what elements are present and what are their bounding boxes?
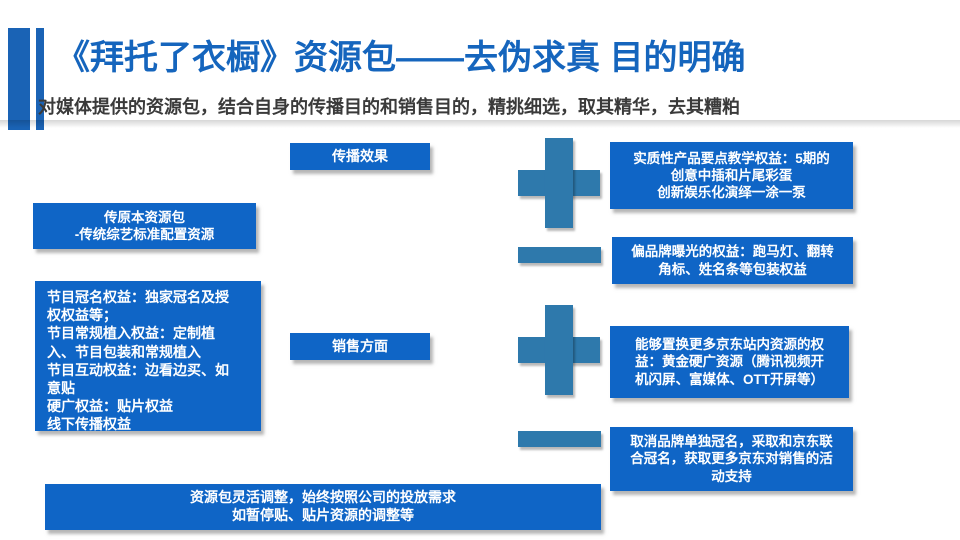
plus-vertical-bar: [545, 305, 573, 395]
flexible-adjustment-box: 资源包灵活调整，始终按照公司的投放需求 如暂停贴、贴片资源的调整等: [45, 484, 601, 530]
spread-plus-rights-box: 实质性产品要点教学权益：5期的 创意中插和片尾彩蛋 创新娱乐化演绎一涂一泵: [610, 142, 853, 209]
box-text-line: 权权益等；: [47, 307, 117, 324]
box-text-line: 合冠名，获取更多京东对销售的活: [630, 451, 833, 467]
box-text-line: 传原本资源包: [104, 209, 185, 225]
label-text: 销售方面: [332, 337, 388, 354]
title-accent-bar-thick: [8, 28, 30, 130]
box-text-line: 取消品牌单独冠名，采取和京东联: [630, 434, 833, 450]
box-text-line: 实质性产品要点教学权益：5期的: [633, 150, 830, 166]
plus-vertical-bar: [545, 138, 573, 228]
spread-minus-rights-box: 偏品牌曝光的权益：跑马灯、翻转 角标、姓名条等包装权益: [612, 237, 853, 284]
box-text-line: 创意中插和片尾彩蛋: [670, 167, 793, 183]
original-resource-package-box: 传原本资源包 -传统综艺标准配置资源: [33, 203, 256, 249]
minus-icon: [518, 247, 601, 263]
box-text-line: 资源包灵活调整，始终按照公司的投放需求: [190, 489, 456, 506]
box-text-line: 创新娱乐化演绎一涂一泵: [657, 185, 806, 201]
sales-minus-rights-box: 取消品牌单独冠名，采取和京东联 合冠名，获取更多京东对销售的活 动支持: [610, 427, 853, 491]
spread-effect-label-box: 传播效果: [290, 143, 430, 170]
box-text-line: 节目常规植入权益：定制植: [47, 325, 215, 342]
label-text: 传播效果: [332, 147, 388, 164]
box-text-line: 偏品牌曝光的权益：跑马灯、翻转: [631, 244, 834, 260]
box-text-line: -传统综艺标准配置资源: [74, 227, 215, 242]
rights-detail-box: 节目冠名权益：独家冠名及授 权权益等； 节目常规植入权益：定制植 入、节目包装和…: [35, 281, 261, 433]
box-text-line: 角标、姓名条等包装权益: [658, 261, 807, 277]
box-text-line: 意贴: [47, 379, 75, 396]
box-text-line: 如暂停贴、贴片资源的调整等: [232, 507, 414, 523]
sales-plus-rights-box: 能够置换更多京东站内资源的权 益：黄金硬广资源（腾讯视频开 机闪屏、富媒体、OT…: [610, 326, 849, 398]
box-text-line: 机闪屏、富媒体、OTT开屏等）: [635, 371, 824, 387]
plus-icon: [518, 305, 600, 395]
box-text-line: 益：黄金硬广资源（腾讯视频开: [635, 354, 824, 370]
box-text-line: 线下传播权益: [47, 416, 131, 433]
header-shadow-divider: [0, 120, 960, 128]
box-text-line: 硬广权益：贴片权益: [47, 398, 173, 415]
plus-icon: [518, 138, 600, 228]
sales-aspect-label-box: 销售方面: [290, 333, 430, 360]
page-title: 《拜托了衣橱》资源包——去伪求真 目的明确: [56, 39, 746, 77]
box-text-line: 入、节目包装和常规植入: [47, 343, 201, 360]
box-text-line: 节目冠名权益：独家冠名及授: [47, 289, 229, 305]
box-text-line: 动支持: [711, 468, 752, 484]
minus-icon: [518, 431, 601, 447]
title-accent-bar-thin: [36, 28, 44, 130]
box-text-line: 能够置换更多京东站内资源的权: [635, 337, 824, 353]
page-subtitle: 对媒体提供的资源包，结合自身的传播目的和销售目的，精挑细选，取其精华，去其糟粕: [38, 97, 740, 117]
box-text-line: 节目互动权益：边看边买、如: [47, 361, 229, 378]
